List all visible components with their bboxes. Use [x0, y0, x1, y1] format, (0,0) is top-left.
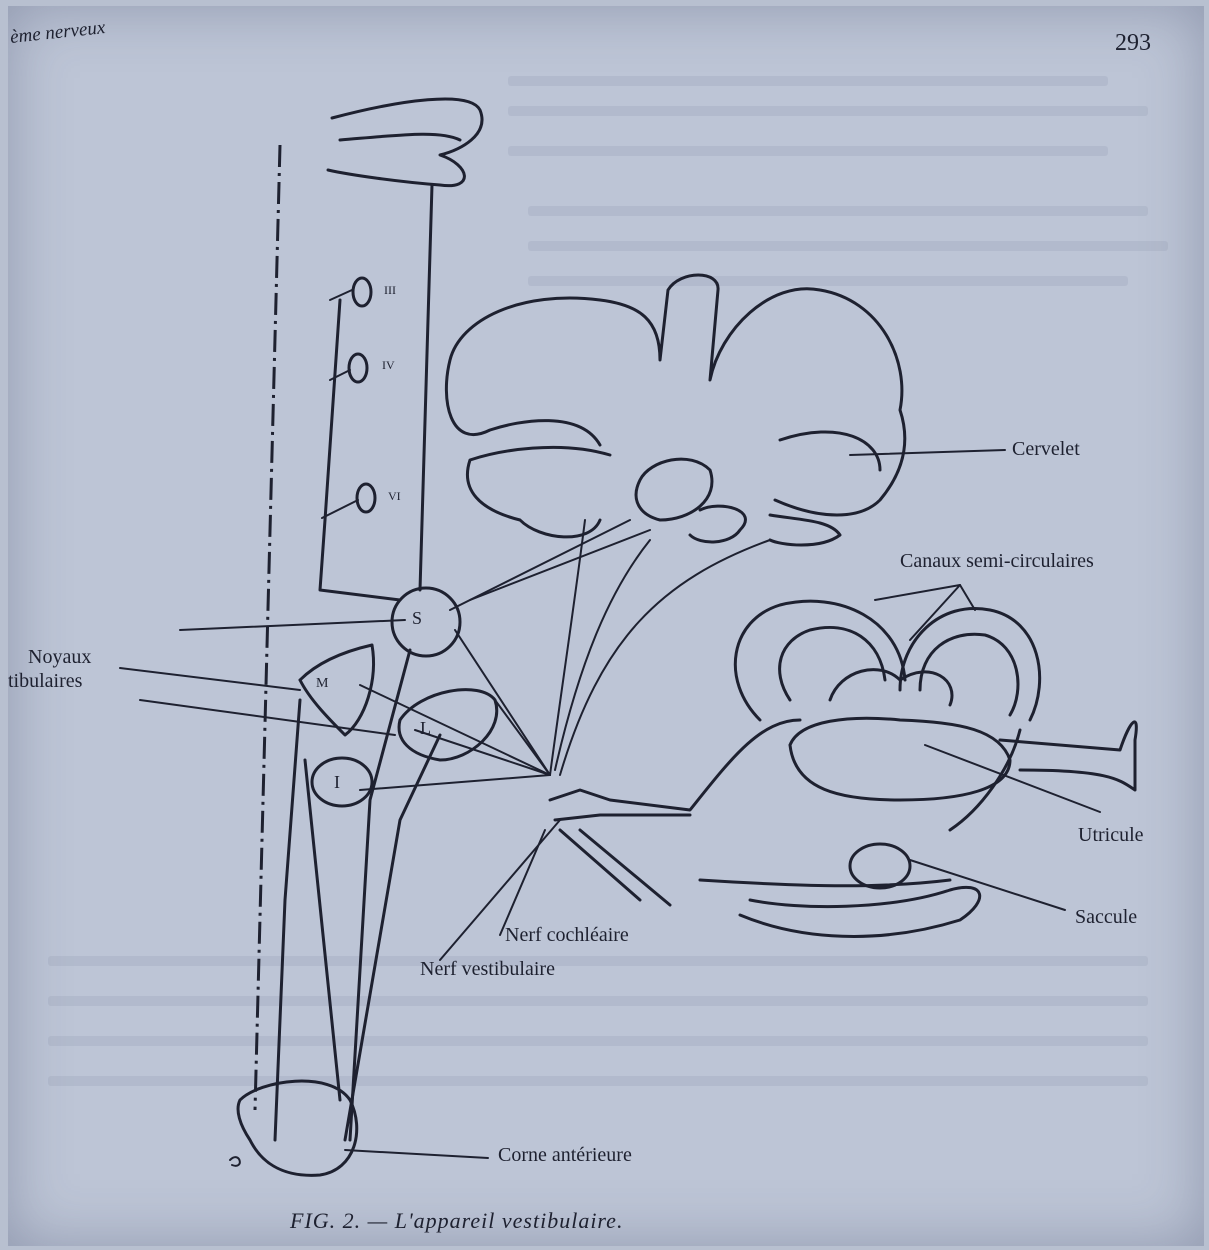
midbrain-outline — [328, 99, 482, 186]
superior-nucleus — [392, 588, 460, 656]
oculomotor-label: III — [384, 283, 396, 298]
medial-nucleus — [300, 645, 373, 735]
oculomotor-nucleus — [353, 278, 371, 306]
saccule — [850, 844, 910, 888]
semicircular-canals — [735, 601, 905, 720]
cervelet-label: Cervelet — [1012, 438, 1080, 461]
noyaux-label-line1: Noyaux — [28, 646, 91, 669]
cochlea — [740, 887, 980, 936]
nucleus-s-label: S — [412, 608, 422, 629]
vestibular-nerve — [550, 720, 800, 810]
cerebellum-outline — [446, 275, 904, 515]
corne-anterieure-label: Corne antérieure — [498, 1144, 632, 1167]
nucleus-l-label: L — [420, 718, 431, 739]
figure-caption: FIG. 2. — L'appareil vestibulaire. — [290, 1208, 623, 1234]
trochlear-label: IV — [382, 358, 395, 373]
utricule-label: Utricule — [1078, 824, 1144, 847]
nucleus-i-label: I — [334, 772, 340, 793]
inferior-nucleus — [312, 758, 372, 806]
nerf-vestibulaire-label: Nerf vestibulaire — [420, 958, 555, 981]
canaux-label: Canaux semi-circulaires — [900, 550, 1094, 573]
saccule-label: Saccule — [1075, 906, 1137, 929]
utricle — [790, 718, 1010, 800]
cochlear-nerve — [700, 880, 950, 886]
trochlear-nucleus — [349, 354, 367, 382]
abducens-nucleus — [357, 484, 375, 512]
nucleus-m-label: M — [316, 676, 328, 692]
lateral-nucleus — [399, 690, 497, 760]
noyaux-label-line2: tibulaires — [8, 670, 82, 693]
brainstem-tract — [420, 185, 432, 590]
nerf-cochleaire-label: Nerf cochléaire — [505, 924, 629, 947]
abducens-label: VI — [388, 489, 401, 504]
